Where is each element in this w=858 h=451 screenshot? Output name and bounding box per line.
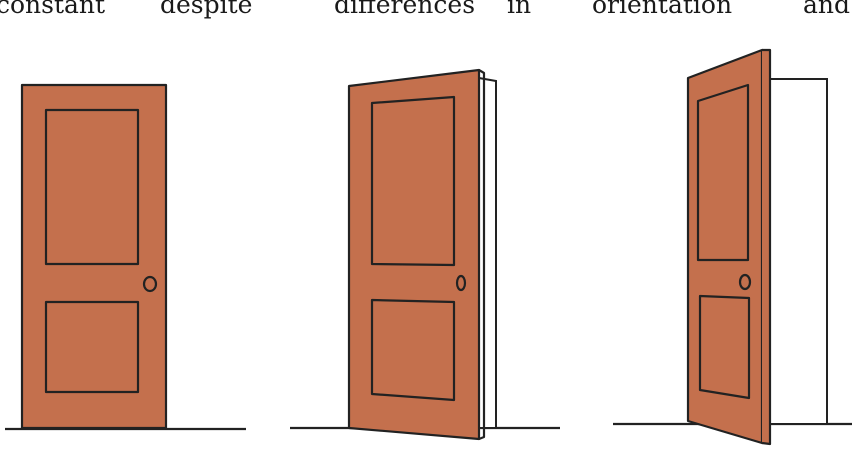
- caption-word: orientation: [592, 0, 733, 19]
- door-panel: [349, 70, 479, 439]
- door-edge: [478, 69, 486, 441]
- wide-open-door: [613, 48, 852, 446]
- door-edge: [761, 48, 772, 446]
- caption-text-line: constant despite differences in orientat…: [0, 0, 858, 40]
- caption-word: constant: [0, 0, 106, 19]
- partly-open-door: [290, 68, 560, 441]
- doorknob: [738, 273, 752, 291]
- upper-inset-panel: [696, 83, 750, 262]
- door-edge-fill: [762, 50, 770, 444]
- doorknob: [455, 274, 467, 292]
- caption-word: in: [507, 0, 532, 19]
- doorknob: [142, 275, 158, 293]
- lower-inset-panel: [44, 300, 140, 394]
- lower-inset-panel: [698, 294, 751, 400]
- caption-word: despite: [160, 0, 253, 19]
- door-frame-opening: [769, 78, 828, 425]
- upper-inset-panel: [44, 108, 140, 266]
- closed-door: [5, 83, 246, 431]
- caption-word: differences: [334, 0, 476, 19]
- door-frame-opening: [478, 76, 497, 429]
- door-panel: [22, 85, 166, 428]
- door-panel: [688, 50, 762, 443]
- lower-inset-panel: [370, 298, 456, 402]
- door-outline: [20, 83, 168, 430]
- caption-word: and: [803, 0, 851, 19]
- upper-inset-panel: [370, 95, 456, 267]
